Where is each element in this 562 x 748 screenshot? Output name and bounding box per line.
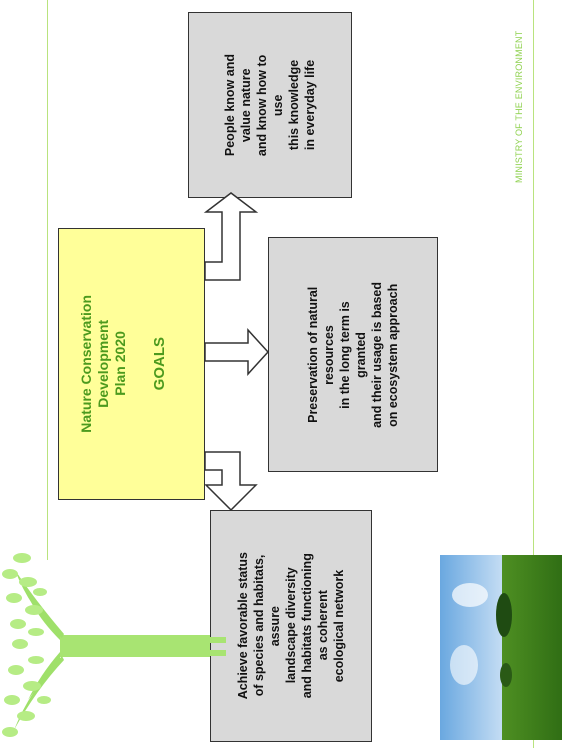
landscape-photo — [440, 555, 562, 740]
goals-box: Nature Conservation Development Plan 202… — [58, 228, 205, 500]
arrow-to-people-box — [203, 192, 259, 281]
arrow-to-preservation-box — [204, 328, 270, 376]
goal-box-species: Achieve favorable status of species and … — [210, 510, 372, 742]
tree-decoration — [2, 553, 226, 737]
vertical-divider-line — [533, 0, 534, 748]
vertical-divider-line-left — [47, 0, 48, 560]
arrow-to-species-box — [204, 451, 258, 512]
goal-box-preservation: Preservation of natural resources in the… — [268, 237, 438, 472]
goal-box-people: People know and value nature and know ho… — [188, 12, 352, 198]
